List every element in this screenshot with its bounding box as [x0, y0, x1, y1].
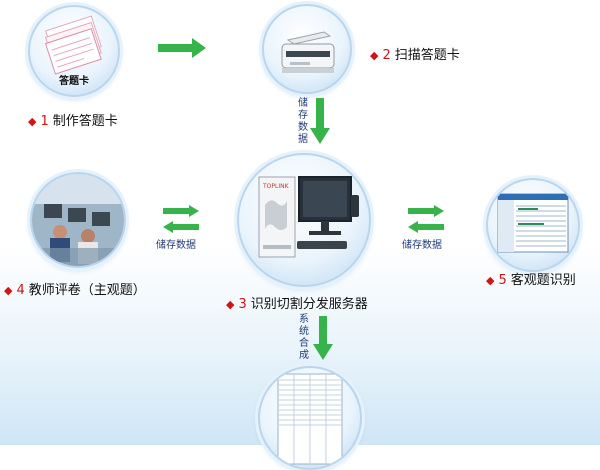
diamond-icon: ◆: [370, 49, 379, 62]
arrows-server-objective: [408, 205, 444, 233]
answer-card-text: 答题卡: [59, 76, 89, 87]
arrow-card-to-scanner: [158, 38, 206, 58]
objective-recognition-node: [486, 178, 580, 272]
answer-card-node: 答题卡: [28, 5, 120, 97]
arrow-scanner-to-server: [310, 98, 330, 144]
diamond-icon: ◆: [486, 274, 495, 287]
server-computer-icon: [258, 176, 359, 258]
recognition-screen-picture: [497, 193, 569, 253]
teacher-grading-node: [30, 172, 126, 268]
scanner-icon: [281, 31, 335, 73]
arrow-server-down: [313, 316, 333, 360]
store-data-text-top: 储存数据: [298, 98, 308, 145]
server-brand-text: TOPLINK: [263, 183, 289, 190]
server-node: TOPLINK: [237, 153, 371, 287]
diamond-icon: ◆: [28, 115, 37, 128]
store-data-text-right: 储存数据: [402, 240, 442, 251]
teacher-grading-picture: [32, 174, 124, 266]
diamond-icon: ◆: [4, 284, 13, 297]
output-table-picture: [277, 373, 343, 465]
output-table-node: [258, 366, 362, 470]
answer-card-picture: [44, 15, 102, 75]
arrows-teacher-server: [163, 205, 199, 233]
scanner-node: [262, 4, 352, 94]
system-compose-text: 系统合成: [299, 314, 309, 361]
diamond-icon: ◆: [226, 298, 235, 311]
store-data-text-left: 储存数据: [156, 240, 196, 251]
